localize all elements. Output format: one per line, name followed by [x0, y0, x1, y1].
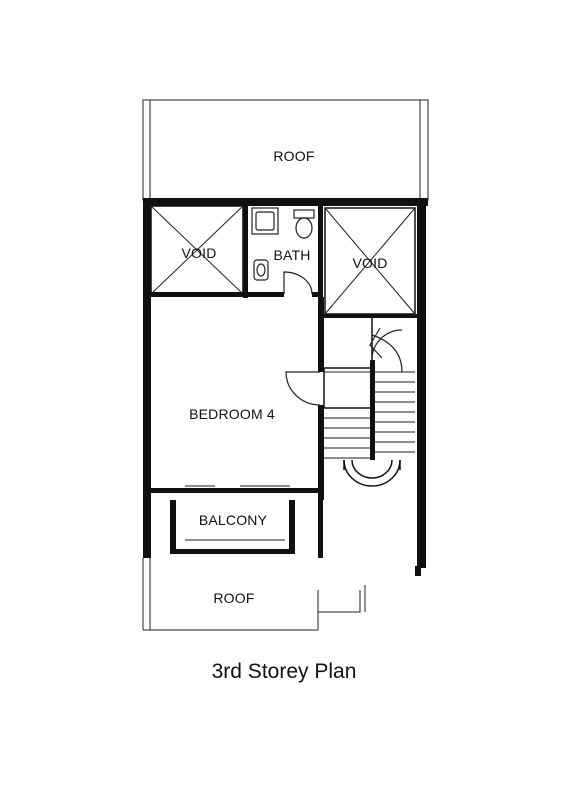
exterior-walls [143, 198, 428, 568]
bath-area [243, 198, 323, 298]
bedroom-label: BEDROOM 4 [189, 406, 275, 422]
stair-treads [324, 371, 415, 459]
bath-label: BATH [273, 247, 310, 263]
balcony-label: BALCONY [199, 512, 268, 528]
void-right-label: VOID [352, 255, 387, 271]
void-left-label: VOID [181, 245, 216, 261]
plan-caption: 3rd Storey Plan [212, 660, 357, 683]
void-right-area [320, 207, 417, 318]
roof-bottom-area [142, 558, 421, 631]
staircase [323, 318, 415, 487]
roof-bottom-label: ROOF [213, 590, 254, 606]
balcony-area [151, 485, 323, 558]
roof-top-label: ROOF [273, 148, 314, 164]
bedroom-walls [285, 297, 324, 500]
